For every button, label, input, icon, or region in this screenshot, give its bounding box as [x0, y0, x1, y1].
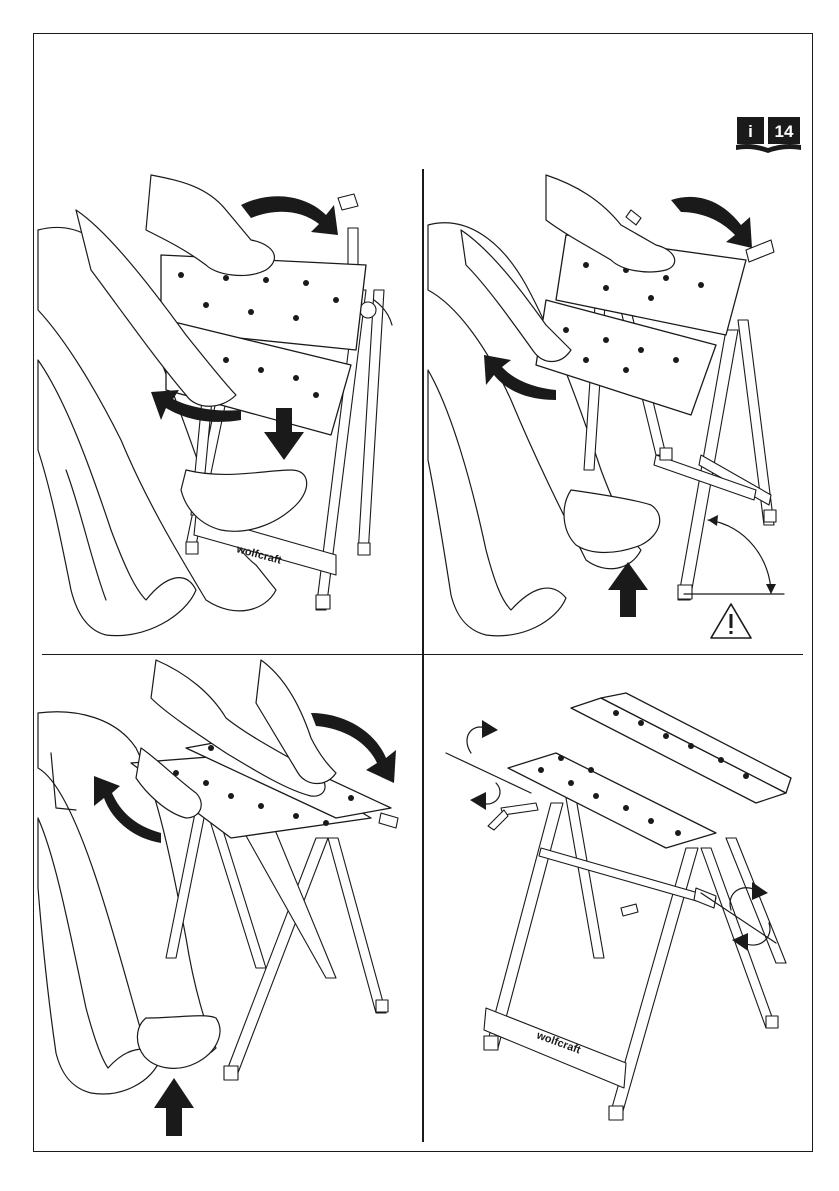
- info-book-icon: i 14: [735, 116, 802, 154]
- step-panel-fold-tops: wolfcraft: [36, 170, 420, 652]
- up-arrow-icon: [154, 1078, 194, 1136]
- step-panel-turn-cranks: wolfcraft: [426, 658, 810, 1142]
- curved-arrow-icon: [671, 197, 752, 248]
- info-letter: i: [748, 122, 753, 141]
- vertical-divider: [422, 169, 424, 1142]
- warning-triangle-icon: [711, 604, 751, 638]
- reference-page-number: 14: [775, 122, 794, 141]
- curved-arrow-icon: [241, 196, 338, 235]
- step-panel-push-legs: [426, 170, 810, 652]
- angle-arc-icon: [708, 520, 771, 594]
- up-arrow-icon: [608, 562, 648, 617]
- step-panel-open-tops: [36, 658, 420, 1142]
- horizontal-divider: [42, 654, 803, 655]
